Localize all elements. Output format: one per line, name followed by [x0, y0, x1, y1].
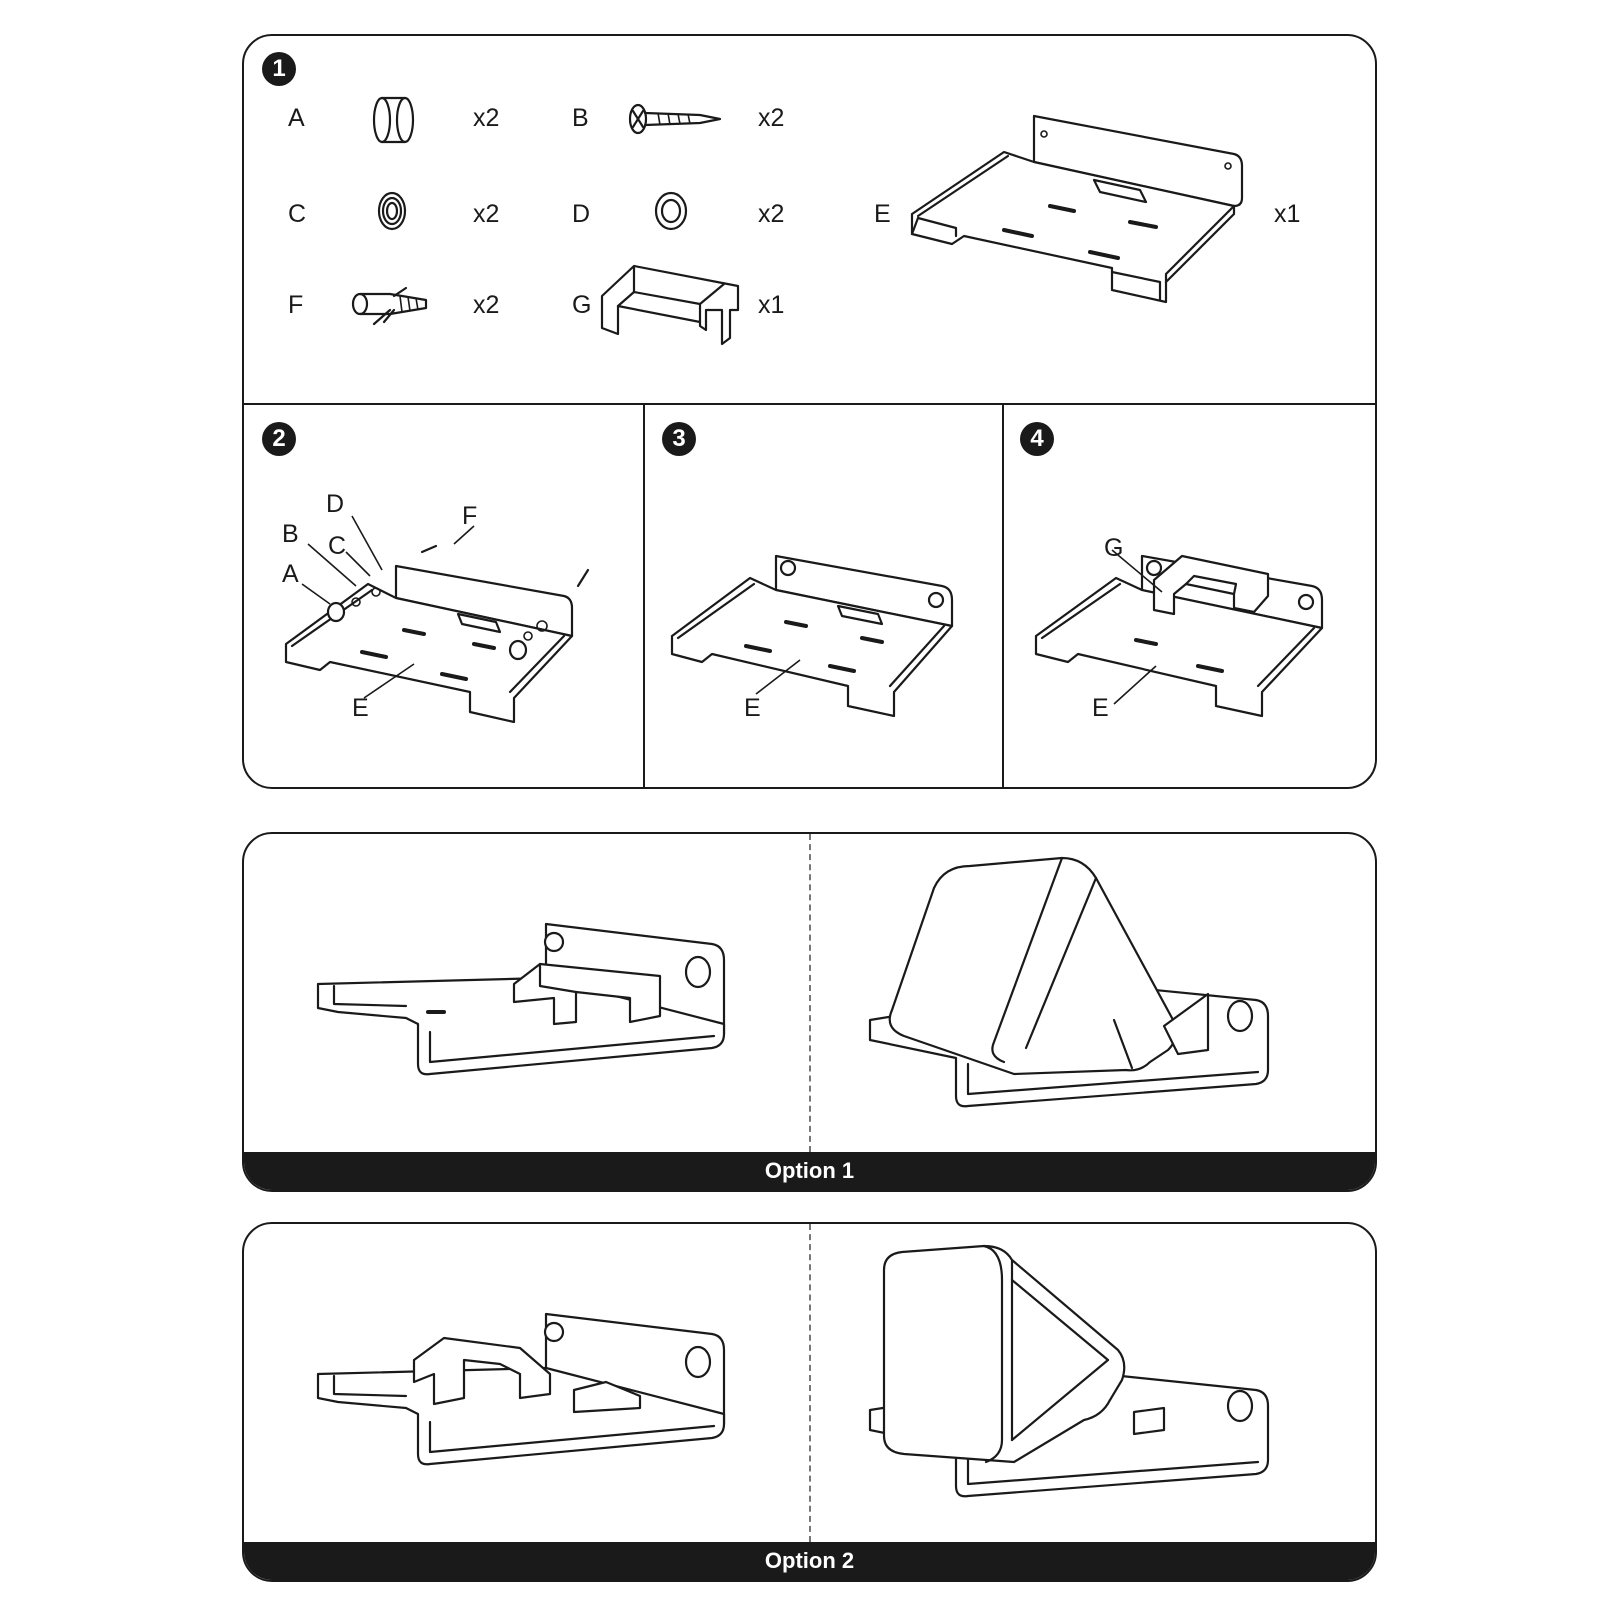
- step-2-label-a: A: [282, 560, 299, 588]
- step-2-label-e: E: [352, 694, 369, 722]
- step-2-label-f: F: [462, 502, 478, 530]
- option-2-divider: [809, 1224, 811, 1542]
- part-e-qty: x1: [1274, 200, 1301, 228]
- step-4-label-e: E: [1092, 694, 1109, 722]
- option-1-device-on-bracket: [868, 856, 1270, 1108]
- option-1-divider: [809, 834, 811, 1152]
- part-a-letter: A: [288, 104, 305, 132]
- bracket-tray-icon: [910, 114, 1244, 304]
- option-2-panel: Option 2: [242, 1222, 1377, 1582]
- part-b-letter: B: [572, 104, 589, 132]
- option-1-panel: Option 1: [242, 832, 1377, 1192]
- part-c-qty: x2: [473, 200, 500, 228]
- option-1-bracket-diagram: [316, 922, 726, 1076]
- part-f-letter: F: [288, 291, 304, 319]
- part-e-letter: E: [874, 200, 891, 228]
- step-4-clip-attached: [1034, 549, 1324, 718]
- option-2-device-on-bracket: [868, 1244, 1270, 1498]
- step-4-label-g: G: [1104, 534, 1124, 562]
- step-3-badge: 3: [662, 422, 696, 456]
- option-1-banner: Option 1: [244, 1152, 1375, 1190]
- step-2-mounting-diagram: [284, 515, 590, 724]
- part-g-qty: x1: [758, 291, 785, 319]
- spring-washer-icon: [377, 191, 407, 231]
- step-divider-3-4: [1002, 404, 1004, 787]
- step-3-label-e: E: [744, 694, 761, 722]
- flat-washer-icon: [654, 191, 688, 231]
- part-f-qty: x2: [473, 291, 500, 319]
- step-1-badge: 1: [262, 52, 296, 86]
- step-divider-horizontal: [244, 403, 1375, 405]
- step-4-badge: 4: [1020, 422, 1054, 456]
- part-c-letter: C: [288, 200, 307, 228]
- step-2-label-b: B: [282, 520, 299, 548]
- assembly-steps-panel: 1 A x2 B x2 C x2 D x2 E: [242, 34, 1377, 789]
- rubber-cap-icon: [372, 96, 415, 144]
- option-2-bracket-diagram: [316, 1312, 726, 1466]
- screw-icon: [628, 103, 722, 135]
- part-d-letter: D: [572, 200, 591, 228]
- clip-holder-icon: [600, 264, 740, 346]
- step-2-label-d: D: [326, 490, 345, 518]
- option-2-banner: Option 2: [244, 1542, 1375, 1580]
- wall-anchor-icon: [351, 286, 428, 326]
- step-3-mounted-tray: [670, 554, 954, 718]
- part-b-qty: x2: [758, 104, 785, 132]
- step-divider-2-3: [643, 404, 645, 787]
- step-2-label-c: C: [328, 532, 347, 560]
- part-g-letter: G: [572, 291, 592, 319]
- part-d-qty: x2: [758, 200, 785, 228]
- step-2-badge: 2: [262, 422, 296, 456]
- part-a-qty: x2: [473, 104, 500, 132]
